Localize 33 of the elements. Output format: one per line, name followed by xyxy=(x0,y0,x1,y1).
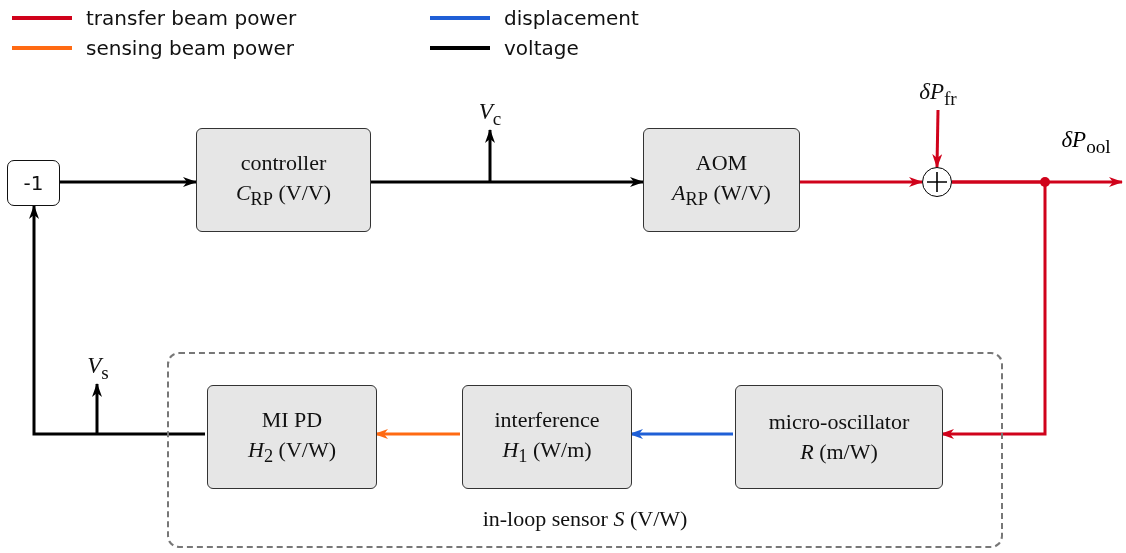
block-title: micro-oscillator xyxy=(768,408,910,437)
block-title: AOM xyxy=(695,149,748,178)
process-block xyxy=(643,128,800,232)
block-title: δP$_{fr}$ xyxy=(919,78,957,110)
transfer-function: A$_{RP}$ (W/V) xyxy=(672,178,771,212)
legend-text: displacement xyxy=(504,6,639,30)
arrow xyxy=(932,109,943,168)
arrow xyxy=(485,129,495,182)
arrow xyxy=(92,383,102,434)
block-title: interference xyxy=(494,406,600,435)
legend-text: transfer beam power xyxy=(86,6,298,30)
block-title: V$_{c}$ xyxy=(478,98,502,130)
process-block xyxy=(196,128,371,232)
block-title: MI PD xyxy=(261,406,323,435)
block-title: controller xyxy=(240,149,327,178)
legend-text: sensing beam power xyxy=(86,36,296,60)
arrow xyxy=(29,205,205,436)
process-block xyxy=(207,385,377,489)
block-title: V$_{s}$ xyxy=(87,352,109,384)
arrow xyxy=(800,177,923,187)
arrow xyxy=(60,177,197,187)
block-title: -1 xyxy=(23,169,44,197)
group-label: in-loop sensor S (V/W) xyxy=(482,505,688,534)
gain-block xyxy=(7,160,60,206)
transfer-function: H$_{2}$ (V/W) xyxy=(248,435,336,469)
transfer-function: R (m/W) xyxy=(800,438,878,466)
legend-text: voltage xyxy=(504,36,580,60)
transfer-function: C$_{RP}$ (V/V) xyxy=(235,178,332,212)
transfer-function: H$_{1}$ (W/m) xyxy=(502,435,592,469)
process-block xyxy=(462,385,632,489)
arrow xyxy=(371,177,644,187)
sensor-group-frame xyxy=(167,352,1003,548)
process-block xyxy=(735,385,943,489)
